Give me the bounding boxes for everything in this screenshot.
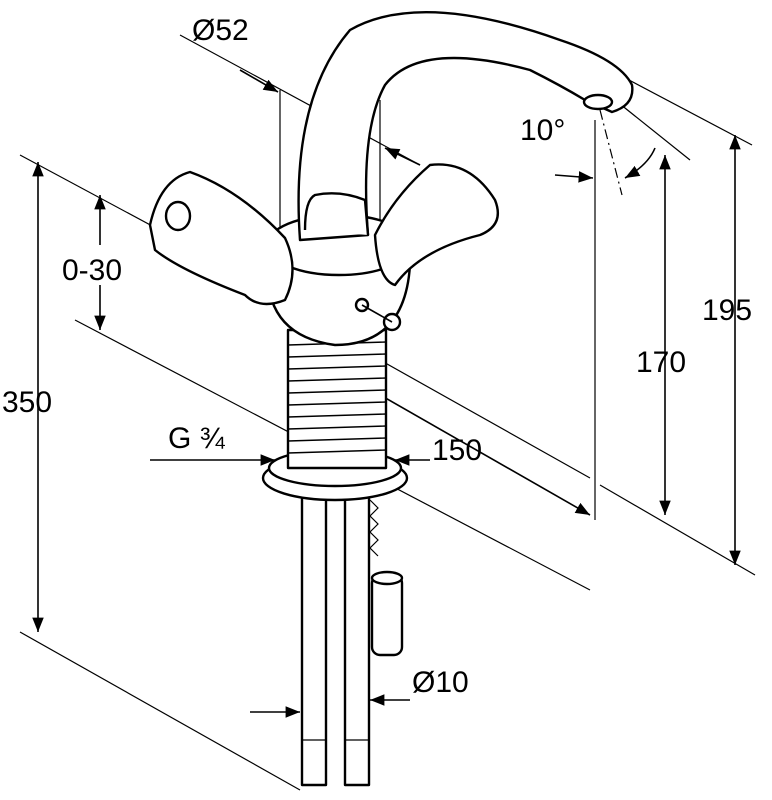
aerator bbox=[582, 93, 614, 111]
label-spout-reach: 150 bbox=[432, 434, 482, 467]
faucet bbox=[148, 11, 634, 787]
threaded-shank bbox=[286, 328, 388, 470]
label-pipe-diameter: Ø10 bbox=[412, 666, 469, 699]
label-thread: G ¾ bbox=[168, 422, 226, 455]
spout bbox=[297, 11, 634, 242]
supply-pipe-left bbox=[300, 493, 328, 787]
handle-indicator-hot bbox=[164, 200, 192, 232]
label-spout-diameter: Ø52 bbox=[192, 14, 249, 47]
label-spout-angle: 10° bbox=[520, 114, 565, 147]
extension-lines bbox=[19, 34, 756, 791]
drain-rod-weight bbox=[370, 573, 404, 657]
supply-pipe-right bbox=[343, 493, 371, 787]
label-total-height: 350 bbox=[2, 386, 52, 419]
label-spout-outlet-height: 170 bbox=[636, 346, 686, 379]
handle-right bbox=[373, 163, 500, 287]
label-spout-height-total: 195 bbox=[702, 294, 752, 327]
label-deck-thickness: 0-30 bbox=[62, 254, 122, 287]
dimension-arrows bbox=[32, 69, 741, 718]
handle-left bbox=[148, 170, 294, 306]
